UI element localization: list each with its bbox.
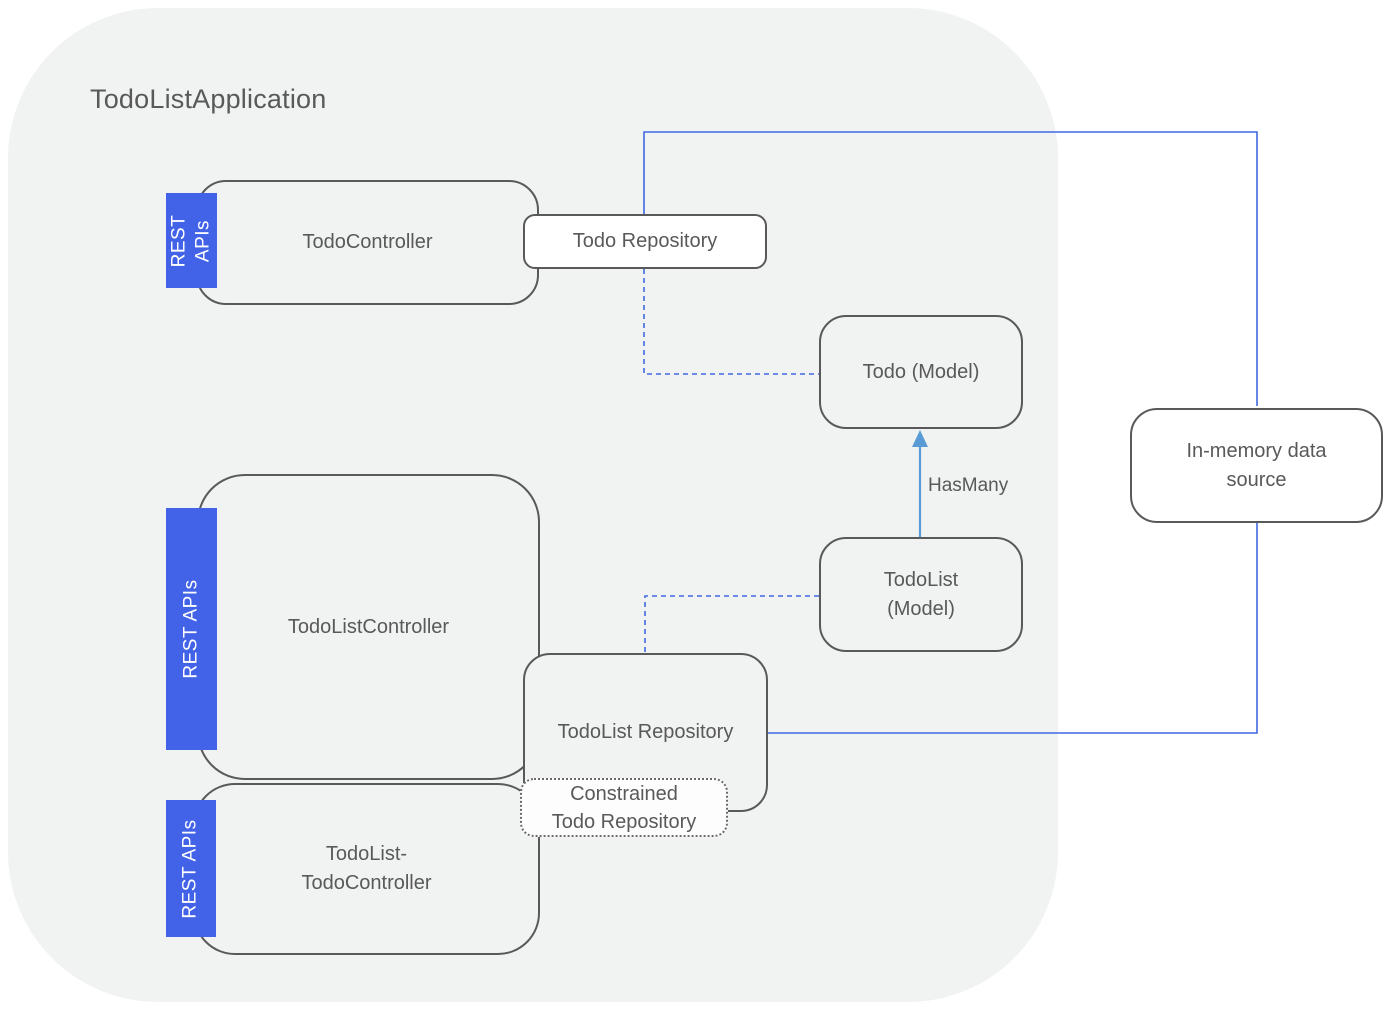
todolist-model-node: TodoList (Model) <box>819 537 1023 652</box>
todolist-todo-controller-node: TodoList- TodoController <box>193 783 540 955</box>
rest-apis-badge-todo-controller: REST APIs <box>166 193 217 288</box>
todolist-model-label: TodoList (Model) <box>883 568 959 620</box>
todo-model-label: Todo (Model) <box>862 360 980 383</box>
in-memory-datasource-label: In-memory data source <box>1186 439 1327 491</box>
hasmany-arrowhead <box>912 430 928 447</box>
todolist-repository-label: TodoList Repository <box>557 721 734 743</box>
rest-apis-badge-text: REST APIs <box>180 818 201 919</box>
todo-model-node: Todo (Model) <box>819 315 1023 429</box>
rest-apis-badge-text: REST APIs <box>168 214 214 267</box>
diagram-title: TodoListApplication <box>90 84 327 114</box>
rest-apis-badge-todolist-controller: REST APIs <box>166 508 217 750</box>
todo-repository-to-datasource-connector <box>643 131 1258 406</box>
hasmany-relation-label: HasMany <box>928 475 1009 496</box>
constrained-todo-repository-label: Constrained Todo Repository <box>551 782 697 833</box>
todo-controller-label: TodoController <box>302 231 433 253</box>
datasource-to-todolist-repository-connector <box>768 523 1258 734</box>
constrained-todo-repository-node: Constrained Todo Repository <box>520 778 728 837</box>
rest-apis-badge-todolist-todo-controller: REST APIs <box>166 800 216 937</box>
todo-repository-label: Todo Repository <box>572 230 718 252</box>
todo-repository-to-todo-model-connector <box>643 269 819 375</box>
todolist-controller-label: TodoListController <box>287 615 450 638</box>
rest-apis-badge-text: REST APIs <box>180 579 202 679</box>
todo-repository-node: Todo Repository <box>523 214 767 269</box>
todolist-controller-node: TodoListController <box>197 474 540 780</box>
todo-controller-node: TodoController <box>196 180 539 305</box>
todolist-model-to-todolist-repository-connector <box>644 595 819 652</box>
todolist-todo-controller-label: TodoList- TodoController <box>301 843 432 894</box>
in-memory-datasource-node: In-memory data source <box>1130 408 1383 523</box>
